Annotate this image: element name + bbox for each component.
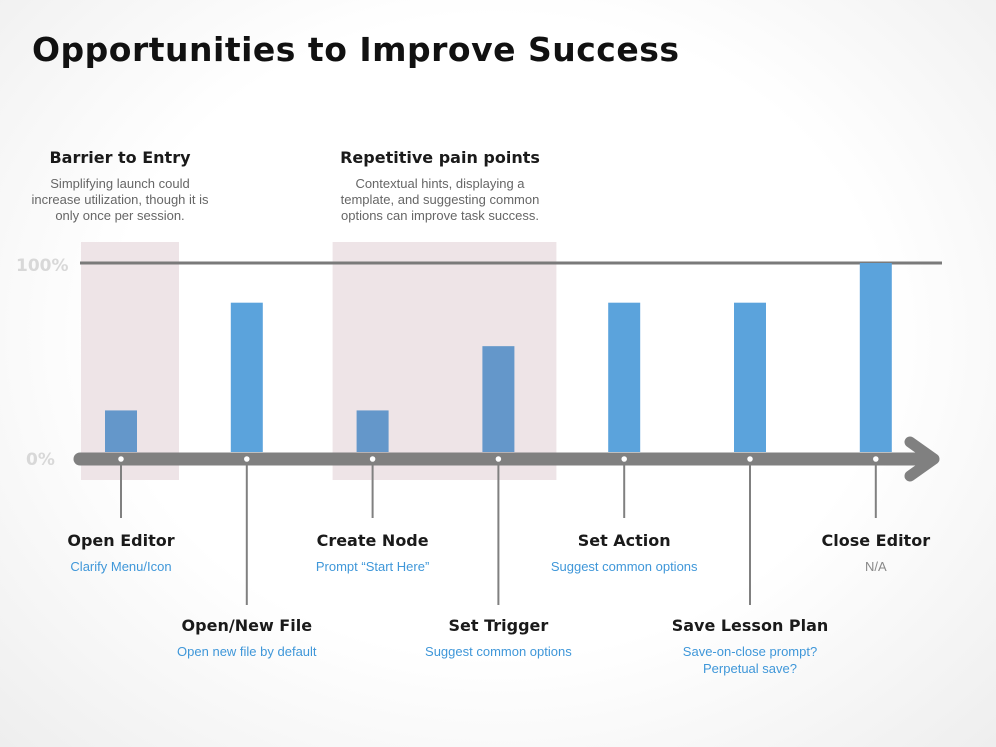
timeline-arrowhead	[904, 436, 940, 482]
step-note: Prompt “Start Here”	[263, 558, 483, 575]
step-name: Open Editor	[67, 531, 175, 550]
step-note-line: Clarify Menu/Icon	[70, 559, 172, 574]
step-note-line: Suggest common options	[550, 559, 698, 574]
step-note: Open new file by default	[137, 643, 357, 660]
step-name: Save Lesson Plan	[671, 616, 829, 635]
callout-desc-barrier: Simplifying launch could increase utiliz…	[31, 176, 209, 223]
step-note: Suggest common options	[388, 643, 608, 660]
step-marker	[368, 454, 377, 464]
step-note-line: Save-on-close prompt?	[682, 644, 818, 659]
step-name: Create Node	[316, 531, 429, 550]
step-note: Clarify Menu/Icon	[11, 558, 231, 575]
step-marker	[619, 454, 629, 464]
callout-title-repetitive: Repetitive pain points	[340, 148, 540, 167]
step-note-line: Suggest common options	[425, 644, 572, 659]
step-marker	[116, 454, 126, 464]
bar	[356, 410, 389, 452]
bar	[482, 346, 515, 452]
bar	[230, 302, 263, 452]
step-note: Save-on-close prompt? Perpetual save?	[640, 643, 860, 677]
step-note: Suggest common options	[514, 558, 734, 575]
bar	[105, 410, 137, 452]
step-name: Close Editor	[821, 531, 931, 550]
step-name: Set Action	[577, 531, 671, 550]
step-note-line: Perpetual save?	[703, 661, 797, 676]
step-note: N/A	[766, 558, 986, 575]
y-tick-label: 0%	[26, 450, 55, 470]
step-marker	[745, 454, 755, 464]
callout-title-barrier: Barrier to Entry	[49, 148, 191, 167]
step-marker	[871, 454, 881, 464]
step-name: Set Trigger	[448, 616, 549, 635]
step-marker	[242, 454, 252, 464]
step-note-line: Prompt “Start Here”	[315, 559, 430, 574]
callout-desc-repetitive: Contextual hints, displaying a template,…	[340, 176, 540, 223]
bar	[608, 302, 641, 452]
step-marker	[494, 454, 503, 464]
step-name: Open/New File	[181, 616, 313, 635]
bar	[859, 263, 892, 452]
bar	[734, 302, 766, 452]
step-note-line: N/A	[864, 559, 887, 574]
y-tick-label: 100%	[16, 256, 69, 276]
page-title: Opportunities to Improve Success	[32, 30, 680, 69]
step-note-line: Open new file by default	[177, 644, 317, 659]
